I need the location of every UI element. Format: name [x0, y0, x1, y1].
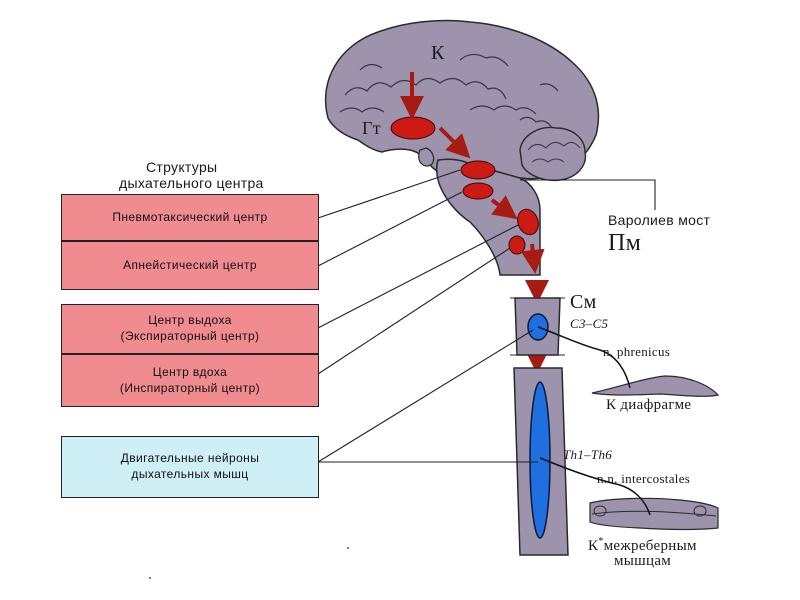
- box-expiration-line2: (Экспираторный центр): [120, 329, 260, 343]
- structures-title-line2: дыхательного центра: [119, 175, 264, 191]
- pneumotaxic-nucleus: [460, 160, 496, 180]
- label-k-diafragme: К диафрагме: [606, 397, 692, 413]
- inspiratory-nucleus: [508, 235, 526, 255]
- hypothalamus-nucleus: [390, 116, 436, 140]
- thoracic-motor-column: [529, 381, 551, 539]
- structures-title-line1: Структуры: [146, 159, 218, 175]
- connector-pons-label: [520, 179, 656, 210]
- connector-motor-cervical: [317, 329, 534, 463]
- box-expiration-center: Центр выдоха (Экспираторный центр): [61, 304, 319, 354]
- label-myshtsam: мышцам: [614, 553, 672, 569]
- box-pneumotaxic-label: Пневмотаксический центр: [112, 209, 268, 224]
- box-expiration-line1: Центр выдоха: [148, 313, 232, 328]
- speck: [347, 547, 349, 549]
- arrow-gt-to-pneumotaxic: [438, 126, 471, 159]
- apneustic-nucleus: [462, 182, 494, 200]
- intercostal-muscles: [589, 497, 719, 531]
- label-k-mezhrebernym: К*межреберным: [588, 536, 697, 555]
- connector-expiration: [317, 224, 519, 329]
- box-motor-line1: Двигательные нейроны: [120, 451, 260, 466]
- label-varoliev-most: Варолиев мост: [608, 212, 711, 228]
- label-pm: Пм: [608, 230, 642, 256]
- label-k-mezhrebernym-star: *: [598, 536, 604, 547]
- box-motor-line2: дыхательных мышц: [131, 467, 249, 481]
- phrenic-nerve: [537, 326, 631, 389]
- label-n-intercostales: n.n. intercostales: [597, 471, 691, 486]
- label-hypothalamus-gt: Гт: [362, 118, 381, 138]
- label-sm: См: [570, 291, 597, 313]
- arrow-apneustic-to-expiratory: [490, 195, 518, 220]
- box-inspiration-center: Центр вдоха (Инспираторный центр): [61, 354, 319, 407]
- intercostal-nerve: [539, 457, 651, 516]
- intercostal-ribs: [591, 505, 717, 517]
- label-th1-th6: Th1–Th6: [563, 447, 613, 462]
- label-k-mezhrebernym-k: К: [588, 538, 599, 554]
- label-n-phrenicus: n. phrenicus: [603, 344, 671, 359]
- arrow-to-medulla-bottom: [520, 243, 545, 274]
- connector-inspiration: [317, 247, 511, 375]
- connector-pneumotaxic: [317, 169, 461, 219]
- pituitary: [418, 147, 435, 167]
- diaphragm: [591, 375, 720, 397]
- label-cortex-k: К: [431, 42, 445, 64]
- connector-apneustic: [317, 191, 463, 267]
- box-apneustic-center: Апнейстический центр: [61, 241, 319, 290]
- speck: [149, 577, 151, 579]
- label-c3-c5: C3–C5: [570, 316, 609, 331]
- expiratory-nucleus: [517, 208, 539, 236]
- label-k-mezhrebernym-word: межреберным: [603, 538, 697, 554]
- box-inspiration-line1: Центр вдоха: [152, 364, 228, 379]
- box-motor-neurons: Двигательные нейроны дыхательных мышц: [61, 436, 319, 498]
- box-pneumotaxic-center: Пневмотаксический центр: [61, 194, 319, 241]
- cerebellum-folds: [527, 142, 581, 163]
- box-apneustic-label: Апнейстический центр: [123, 257, 257, 272]
- cerebellum: [519, 126, 587, 182]
- box-inspiration-line2: (Инспираторный центр): [119, 380, 261, 395]
